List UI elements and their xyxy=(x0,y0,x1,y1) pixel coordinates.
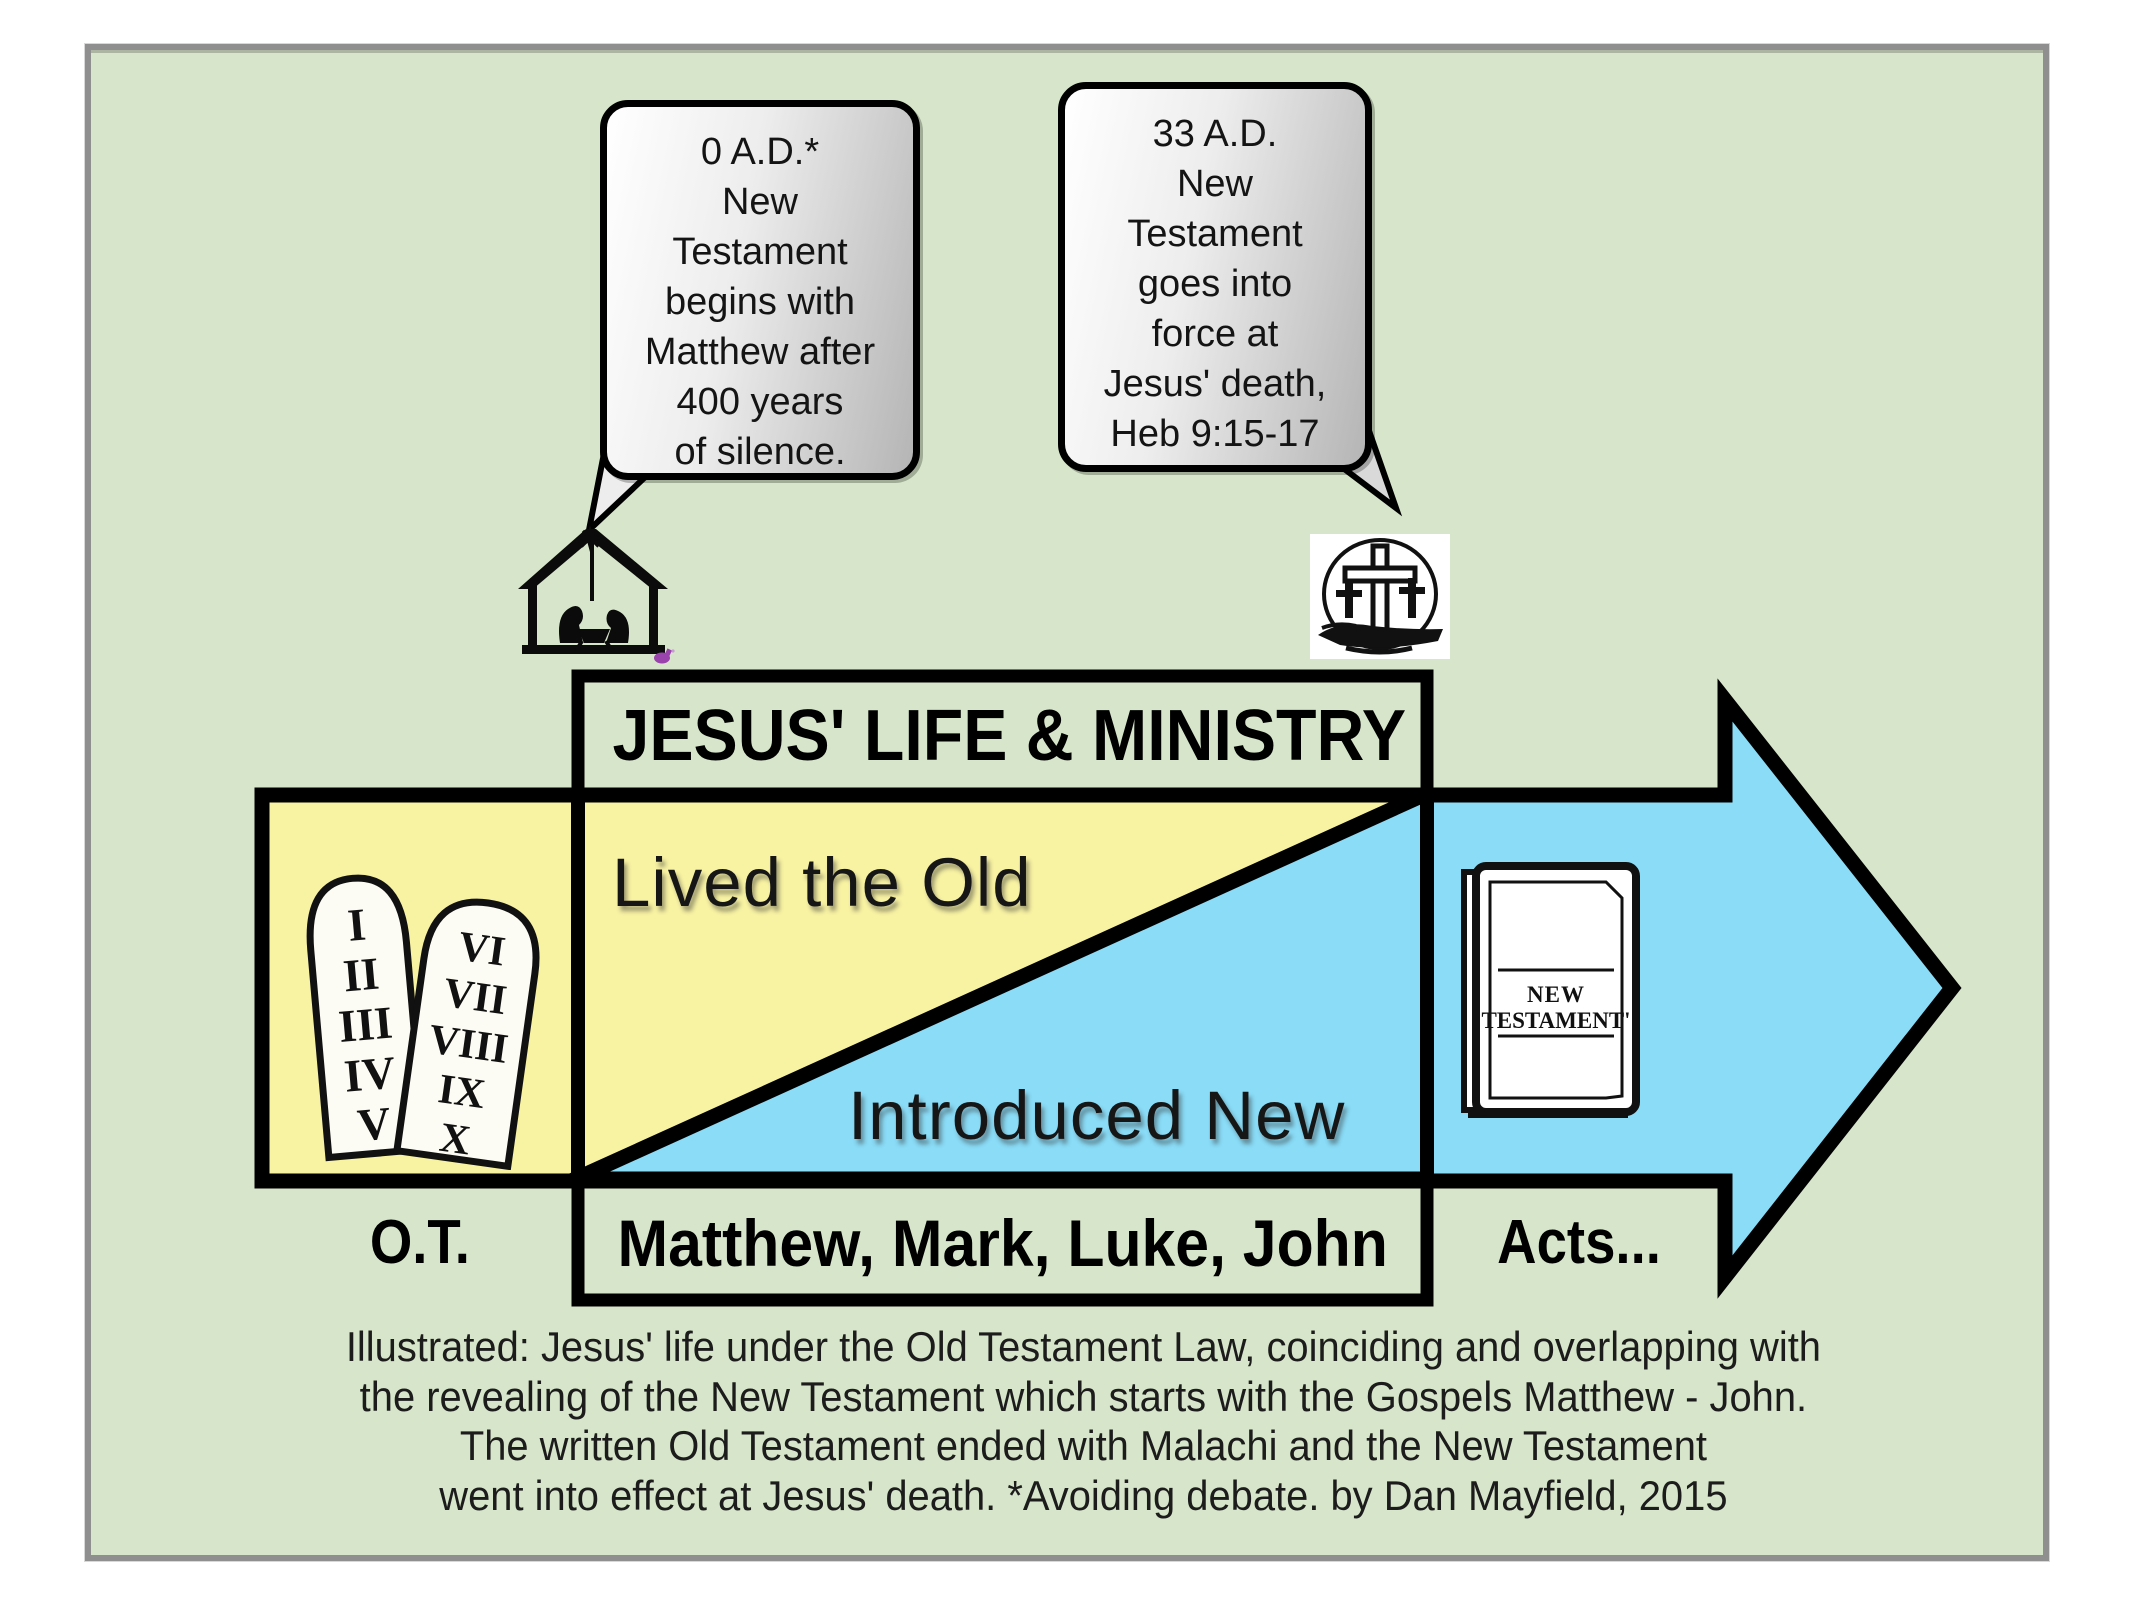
birth-callout-text: 0 A.D.* New Testament begins with Matthe… xyxy=(644,131,876,473)
lived-the-old-label: Lived the Old xyxy=(612,844,1032,921)
tablet-numeral: II xyxy=(341,947,381,1001)
tablet-numeral: I xyxy=(346,898,368,950)
death-callout-text: 33 A.D. New Testament goes into force at… xyxy=(1103,113,1327,455)
gospels-section-label: Matthew, Mark, Luke, John xyxy=(617,1206,1388,1280)
tablet-numeral: X xyxy=(437,1115,473,1165)
ten-commandments-icon: I II III IV V VI VII VIII IX X xyxy=(306,874,540,1170)
book-title-line2: TESTAMENT' xyxy=(1481,1008,1630,1033)
nativity-icon xyxy=(518,525,668,654)
ot-section-label: O.T. xyxy=(369,1208,471,1277)
arrow-outline xyxy=(254,678,1962,1299)
tablet-numeral: VII xyxy=(441,970,510,1024)
tablet-numeral: III xyxy=(336,997,394,1052)
watermark-icon xyxy=(654,648,675,664)
tablet-numeral: VIII xyxy=(426,1016,511,1073)
tablet-numeral: VI xyxy=(455,924,508,976)
old-new-diagonal xyxy=(567,785,1434,1188)
tablet-numeral: IV xyxy=(342,1046,397,1101)
gospels-label-box xyxy=(571,1171,1434,1307)
birth-callout-bubble: 0 A.D.* New Testament begins with Matthe… xyxy=(600,100,920,480)
timeline-title-text: JESUS' LIFE & MINISTRY xyxy=(612,696,1407,776)
introduced-new-label: Introduced New xyxy=(848,1077,1346,1154)
tablet-numeral: V xyxy=(355,1097,393,1151)
acts-section-label: Acts... xyxy=(1497,1208,1662,1277)
caption-text: Illustrated: Jesus' life under the Old T… xyxy=(345,1323,1821,1519)
new-testament-book-icon: NEW TESTAMENT' xyxy=(1461,862,1640,1118)
tablet-numeral: IX xyxy=(435,1066,488,1118)
caption-block: Illustrated: Jesus' life under the Old T… xyxy=(233,1322,1933,1520)
crosses-icon xyxy=(1310,534,1450,659)
book-title-line1: NEW xyxy=(1527,982,1585,1007)
arrowhead-fill xyxy=(1725,700,1952,1277)
death-callout-bubble: 33 A.D. New Testament goes into force at… xyxy=(1058,82,1372,472)
timeline-title: JESUS' LIFE & MINISTRY xyxy=(578,700,1427,772)
